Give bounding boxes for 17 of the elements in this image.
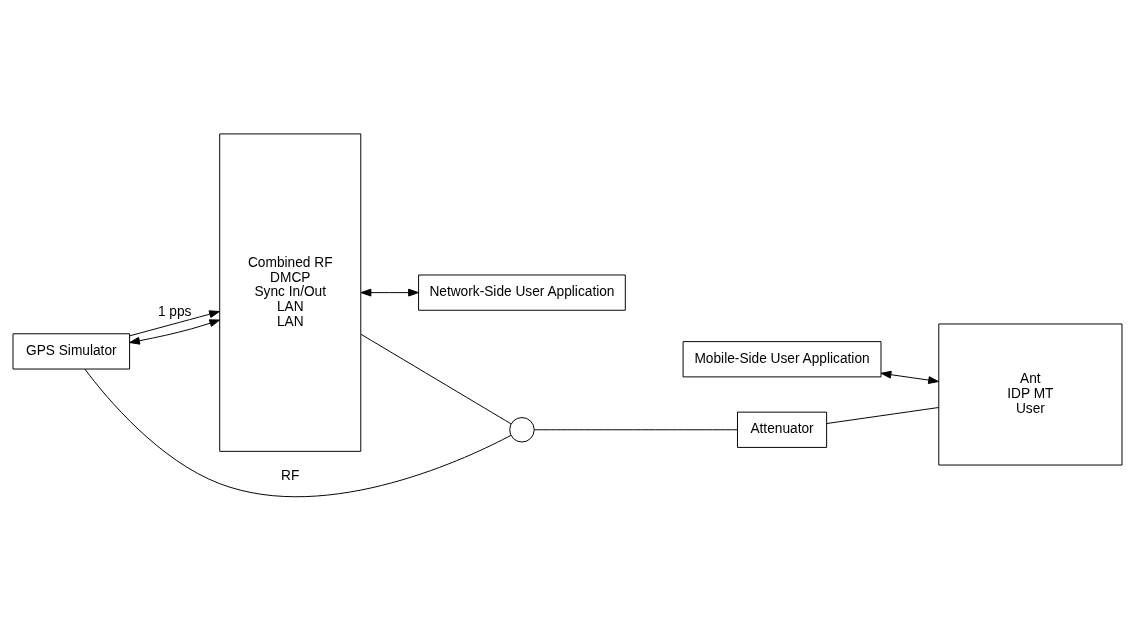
connector xyxy=(360,333,512,424)
node-box: Ant IDP MT User xyxy=(938,323,1123,466)
arrow xyxy=(880,370,939,384)
connector xyxy=(533,428,738,430)
edge-label: RF xyxy=(281,467,300,483)
node-box: Network-Side User Application xyxy=(418,274,626,311)
arrow xyxy=(129,309,220,336)
arrow xyxy=(360,288,419,297)
arrow xyxy=(129,318,221,345)
node-box: Combined RF DMCP Sync In/Out LAN LAN xyxy=(219,132,362,452)
node-circle xyxy=(509,416,535,442)
node-box: Attenuator xyxy=(737,411,828,448)
connector xyxy=(826,406,940,424)
connector xyxy=(84,368,512,497)
node-box: GPS Simulator xyxy=(12,332,131,370)
node-box: Mobile-Side User Application xyxy=(682,340,882,377)
edge-label: 1 pps xyxy=(157,303,192,319)
